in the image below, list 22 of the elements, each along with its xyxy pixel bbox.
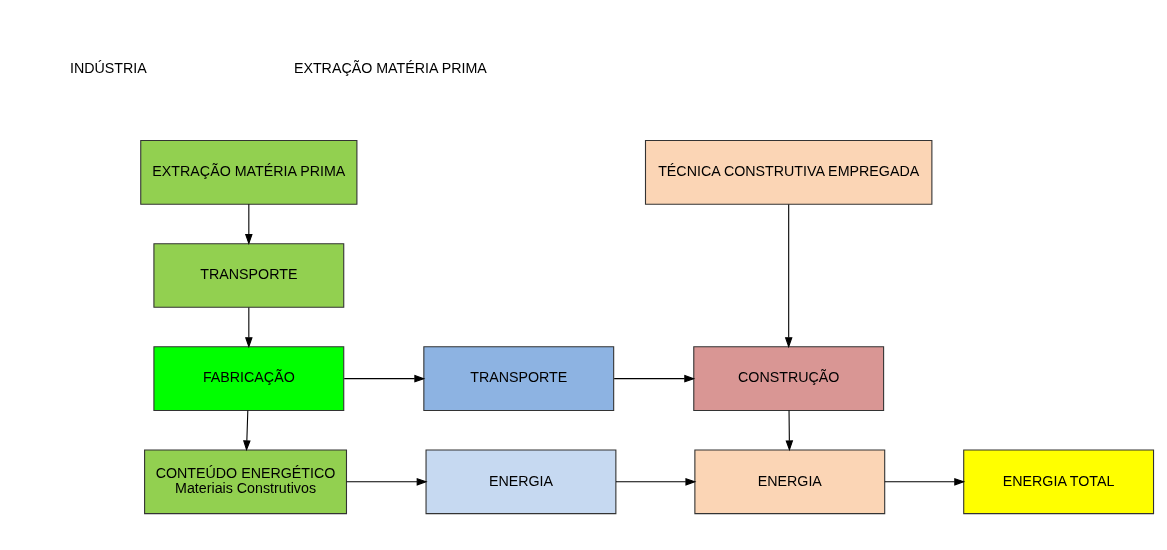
node-box: FABRICAÇÃO	[153, 345, 345, 411]
arrow	[615, 477, 697, 486]
arrow	[784, 203, 793, 348]
node-box: ENERGIA	[425, 448, 617, 514]
arrow	[785, 409, 794, 451]
node-box: ENERGIA	[694, 448, 886, 514]
arrow	[343, 374, 426, 382]
label: INDÚSTRIA	[69, 59, 147, 76]
node-box: EXTRAÇÃO MATÉRIA PRIMA	[140, 139, 358, 205]
arrow	[613, 374, 696, 382]
node-box: CONSTRUÇÃO	[693, 345, 885, 411]
node-box: TÉCNICA CONSTRUTIVA EMPREGADA	[644, 139, 933, 205]
node-box: CONTEÚDO ENERGÉTICO Materiais Construtivos	[144, 448, 348, 514]
arrow	[245, 203, 253, 245]
node-box: TRANSPORTE	[423, 345, 615, 411]
label: EXTRAÇÃO MATÉRIA PRIMA	[293, 59, 487, 76]
arrow	[243, 409, 251, 451]
arrow	[884, 477, 966, 486]
arrow	[245, 306, 253, 348]
node-box: ENERGIA TOTAL	[963, 448, 1155, 514]
node-box: TRANSPORTE	[153, 242, 345, 308]
arrow	[346, 477, 428, 486]
